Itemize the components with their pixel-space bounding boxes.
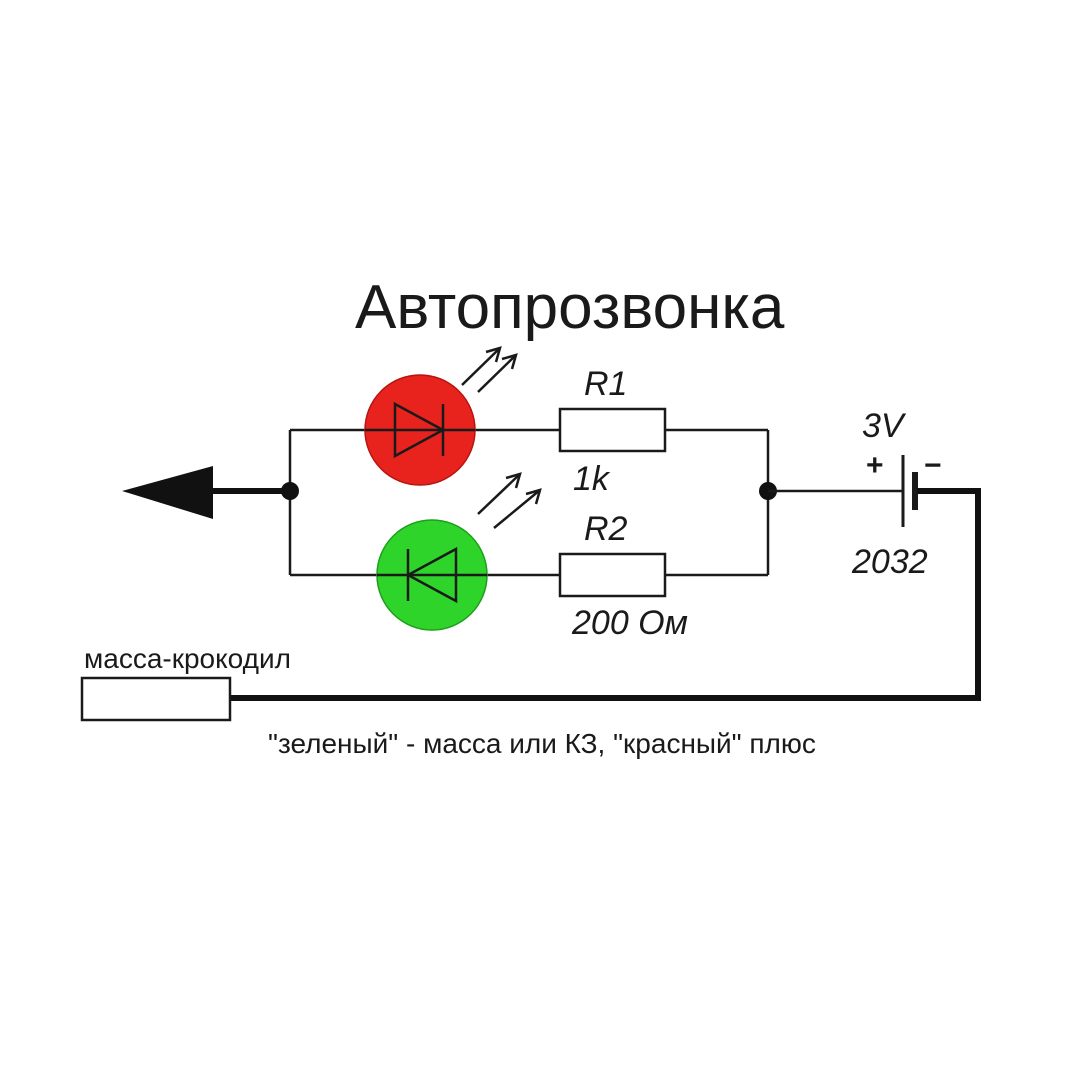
light-arrows-icon [461, 346, 518, 393]
resistor-r2-icon [558, 552, 667, 598]
led-red-icon [364, 374, 476, 486]
r1-value-label: 1k [573, 460, 611, 498]
battery-minus-sign: − [924, 449, 942, 482]
probe-arrow-icon [122, 466, 290, 519]
battery-plus-sign: + [866, 449, 884, 482]
resistor-r1-icon [558, 407, 667, 453]
r2-value-label: 200 Ом [571, 604, 688, 642]
legend-note: "зеленый" - масса или КЗ, "красный" плюс [268, 728, 816, 759]
light-arrows-icon [477, 472, 542, 529]
diagram-title: Автопрозвонка [355, 273, 785, 342]
led-green-icon [376, 519, 488, 631]
battery-voltage-label: 3V [862, 407, 907, 445]
battery-type-label: 2032 [851, 543, 928, 581]
crocodile-clip-icon [80, 676, 232, 722]
clip-label: масса-крокодил [84, 643, 291, 674]
r1-name-label: R1 [584, 365, 627, 403]
r2-name-label: R2 [584, 510, 628, 548]
ground-return-wire [230, 488, 981, 701]
left-junction-dot [281, 482, 299, 500]
battery-icon [901, 455, 918, 527]
